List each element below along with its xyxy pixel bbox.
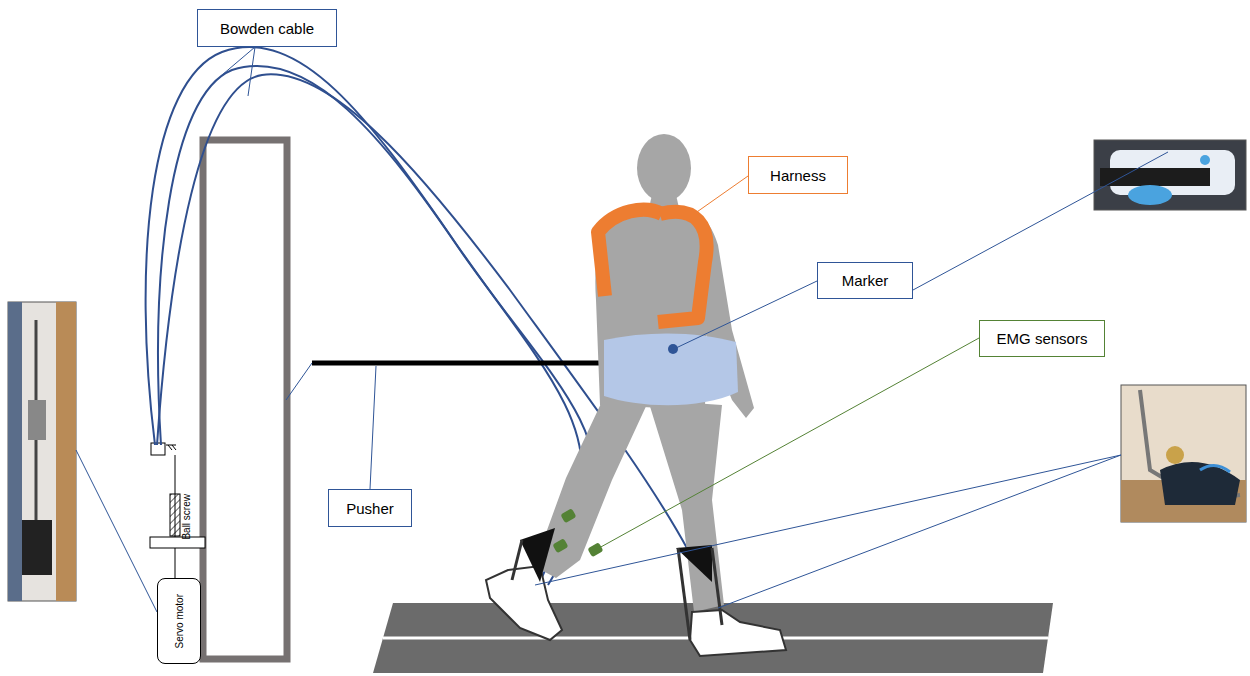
- ground-symbol: [166, 445, 176, 446]
- photo-marker: [1200, 155, 1210, 165]
- photo-motor: [22, 520, 52, 575]
- callout-text: Servo motor: [174, 594, 185, 648]
- ball-screw-symbol: [170, 494, 180, 536]
- leader-line: [76, 450, 157, 612]
- harness-strap: [598, 210, 662, 296]
- leader-line: [676, 281, 817, 348]
- leader-lines: [76, 47, 1168, 612]
- leader-line: [599, 338, 979, 548]
- exo-triangle: [520, 528, 555, 582]
- emg-pad: [587, 542, 603, 557]
- poster-edge: [8, 302, 22, 601]
- callout-box: Pusher: [328, 489, 412, 527]
- shoe: [486, 566, 786, 656]
- marker-photo: [1094, 140, 1246, 210]
- exoskeleton-photo: [1121, 385, 1246, 522]
- part-label: Ball screw: [181, 494, 192, 540]
- front-shoe: [690, 610, 786, 656]
- leader-line: [222, 47, 255, 75]
- exo-strut: [512, 540, 522, 580]
- photo-joint: [1166, 446, 1184, 464]
- photo-frame: [8, 302, 76, 601]
- leader-line: [286, 363, 312, 400]
- leader-line: [694, 176, 748, 214]
- component-box: Servo motor: [157, 578, 201, 664]
- emg-sensor: [552, 508, 603, 557]
- harness-strap: [658, 212, 707, 322]
- emg-pad: [552, 538, 568, 553]
- leader-line: [913, 152, 1168, 290]
- marker-dot: [668, 344, 678, 354]
- photo-strap: [1200, 465, 1230, 472]
- front-leg: [648, 400, 724, 612]
- photo-frame: [1121, 385, 1246, 522]
- ground-symbol: [168, 445, 172, 450]
- torso: [595, 205, 754, 418]
- photo-shoe: [1160, 462, 1240, 505]
- waist-belt: [604, 333, 738, 405]
- cable-line: [146, 47, 582, 582]
- photo-carriage: [28, 400, 46, 440]
- callout-text: EMG sensors: [997, 330, 1088, 347]
- callout-box: EMG sensors: [979, 320, 1105, 357]
- emg-pad: [560, 508, 576, 523]
- callout-box: Marker: [817, 262, 913, 299]
- pusher-rod: [312, 361, 604, 366]
- callout-text: Marker: [842, 272, 889, 289]
- ground-symbol: [172, 445, 176, 450]
- callout-box: Harness: [748, 156, 848, 194]
- treadmill: [373, 603, 1053, 673]
- nut-plate: [150, 537, 205, 548]
- cable-line: [158, 66, 593, 585]
- leader-line: [718, 455, 1121, 608]
- callout-text: Harness: [770, 167, 826, 184]
- callout-text: Pusher: [346, 500, 394, 517]
- back-shoe: [486, 566, 562, 640]
- actuator-schematic: [150, 443, 205, 580]
- photo-marker: [1128, 185, 1172, 205]
- leader-line: [535, 455, 1121, 585]
- support-frame: [203, 140, 287, 659]
- back-leg: [534, 395, 648, 578]
- ankle-exoskeleton: [512, 528, 722, 640]
- photo-strap: [1100, 168, 1210, 186]
- person-silhouette: [534, 134, 754, 612]
- leader-line: [248, 47, 255, 96]
- callout-box: Bowden cable: [197, 9, 337, 47]
- photo-frame: [1094, 140, 1246, 210]
- exo-strut: [712, 548, 722, 625]
- actuator-photo: [8, 302, 76, 601]
- leader-line: [370, 366, 376, 489]
- exo-strut: [678, 548, 690, 640]
- callout-text: Bowden cable: [220, 20, 314, 37]
- wood-strip: [56, 302, 76, 601]
- head: [637, 134, 691, 202]
- harness: [598, 210, 707, 322]
